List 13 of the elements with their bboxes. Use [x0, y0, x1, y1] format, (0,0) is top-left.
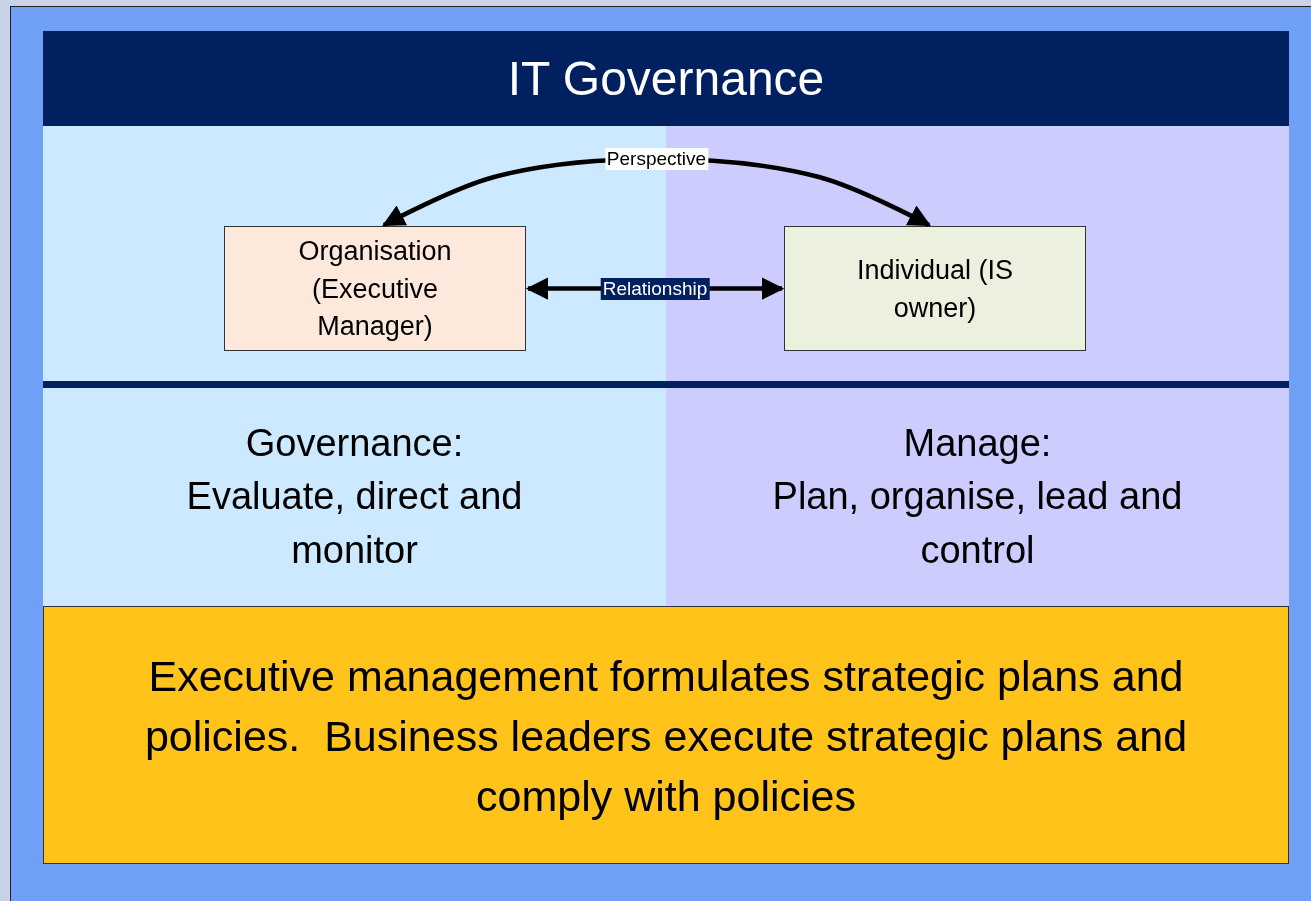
organisation-box [224, 226, 526, 351]
panel-heading: Governance: [245, 421, 464, 467]
box-label: Executive management formulates strategic plans and policies. Business leaders execute strategic plans and comply with policies [143, 650, 1189, 823]
edge-label: Perspective [604, 148, 709, 170]
summary-box [43, 606, 1289, 864]
panel-heading: Manage: [903, 421, 1052, 467]
panel-text: Evaluate, direct and monitor [185, 474, 524, 573]
box-label: Individual (IS owner) [855, 253, 1015, 325]
individual-box [784, 226, 1086, 351]
edge-label: Relationship [600, 277, 710, 300]
panel-text: Plan, organise, lead and control [771, 474, 1184, 573]
title: IT Governance [507, 51, 825, 106]
box-label: Organisation (Executive Manager) [297, 234, 453, 344]
